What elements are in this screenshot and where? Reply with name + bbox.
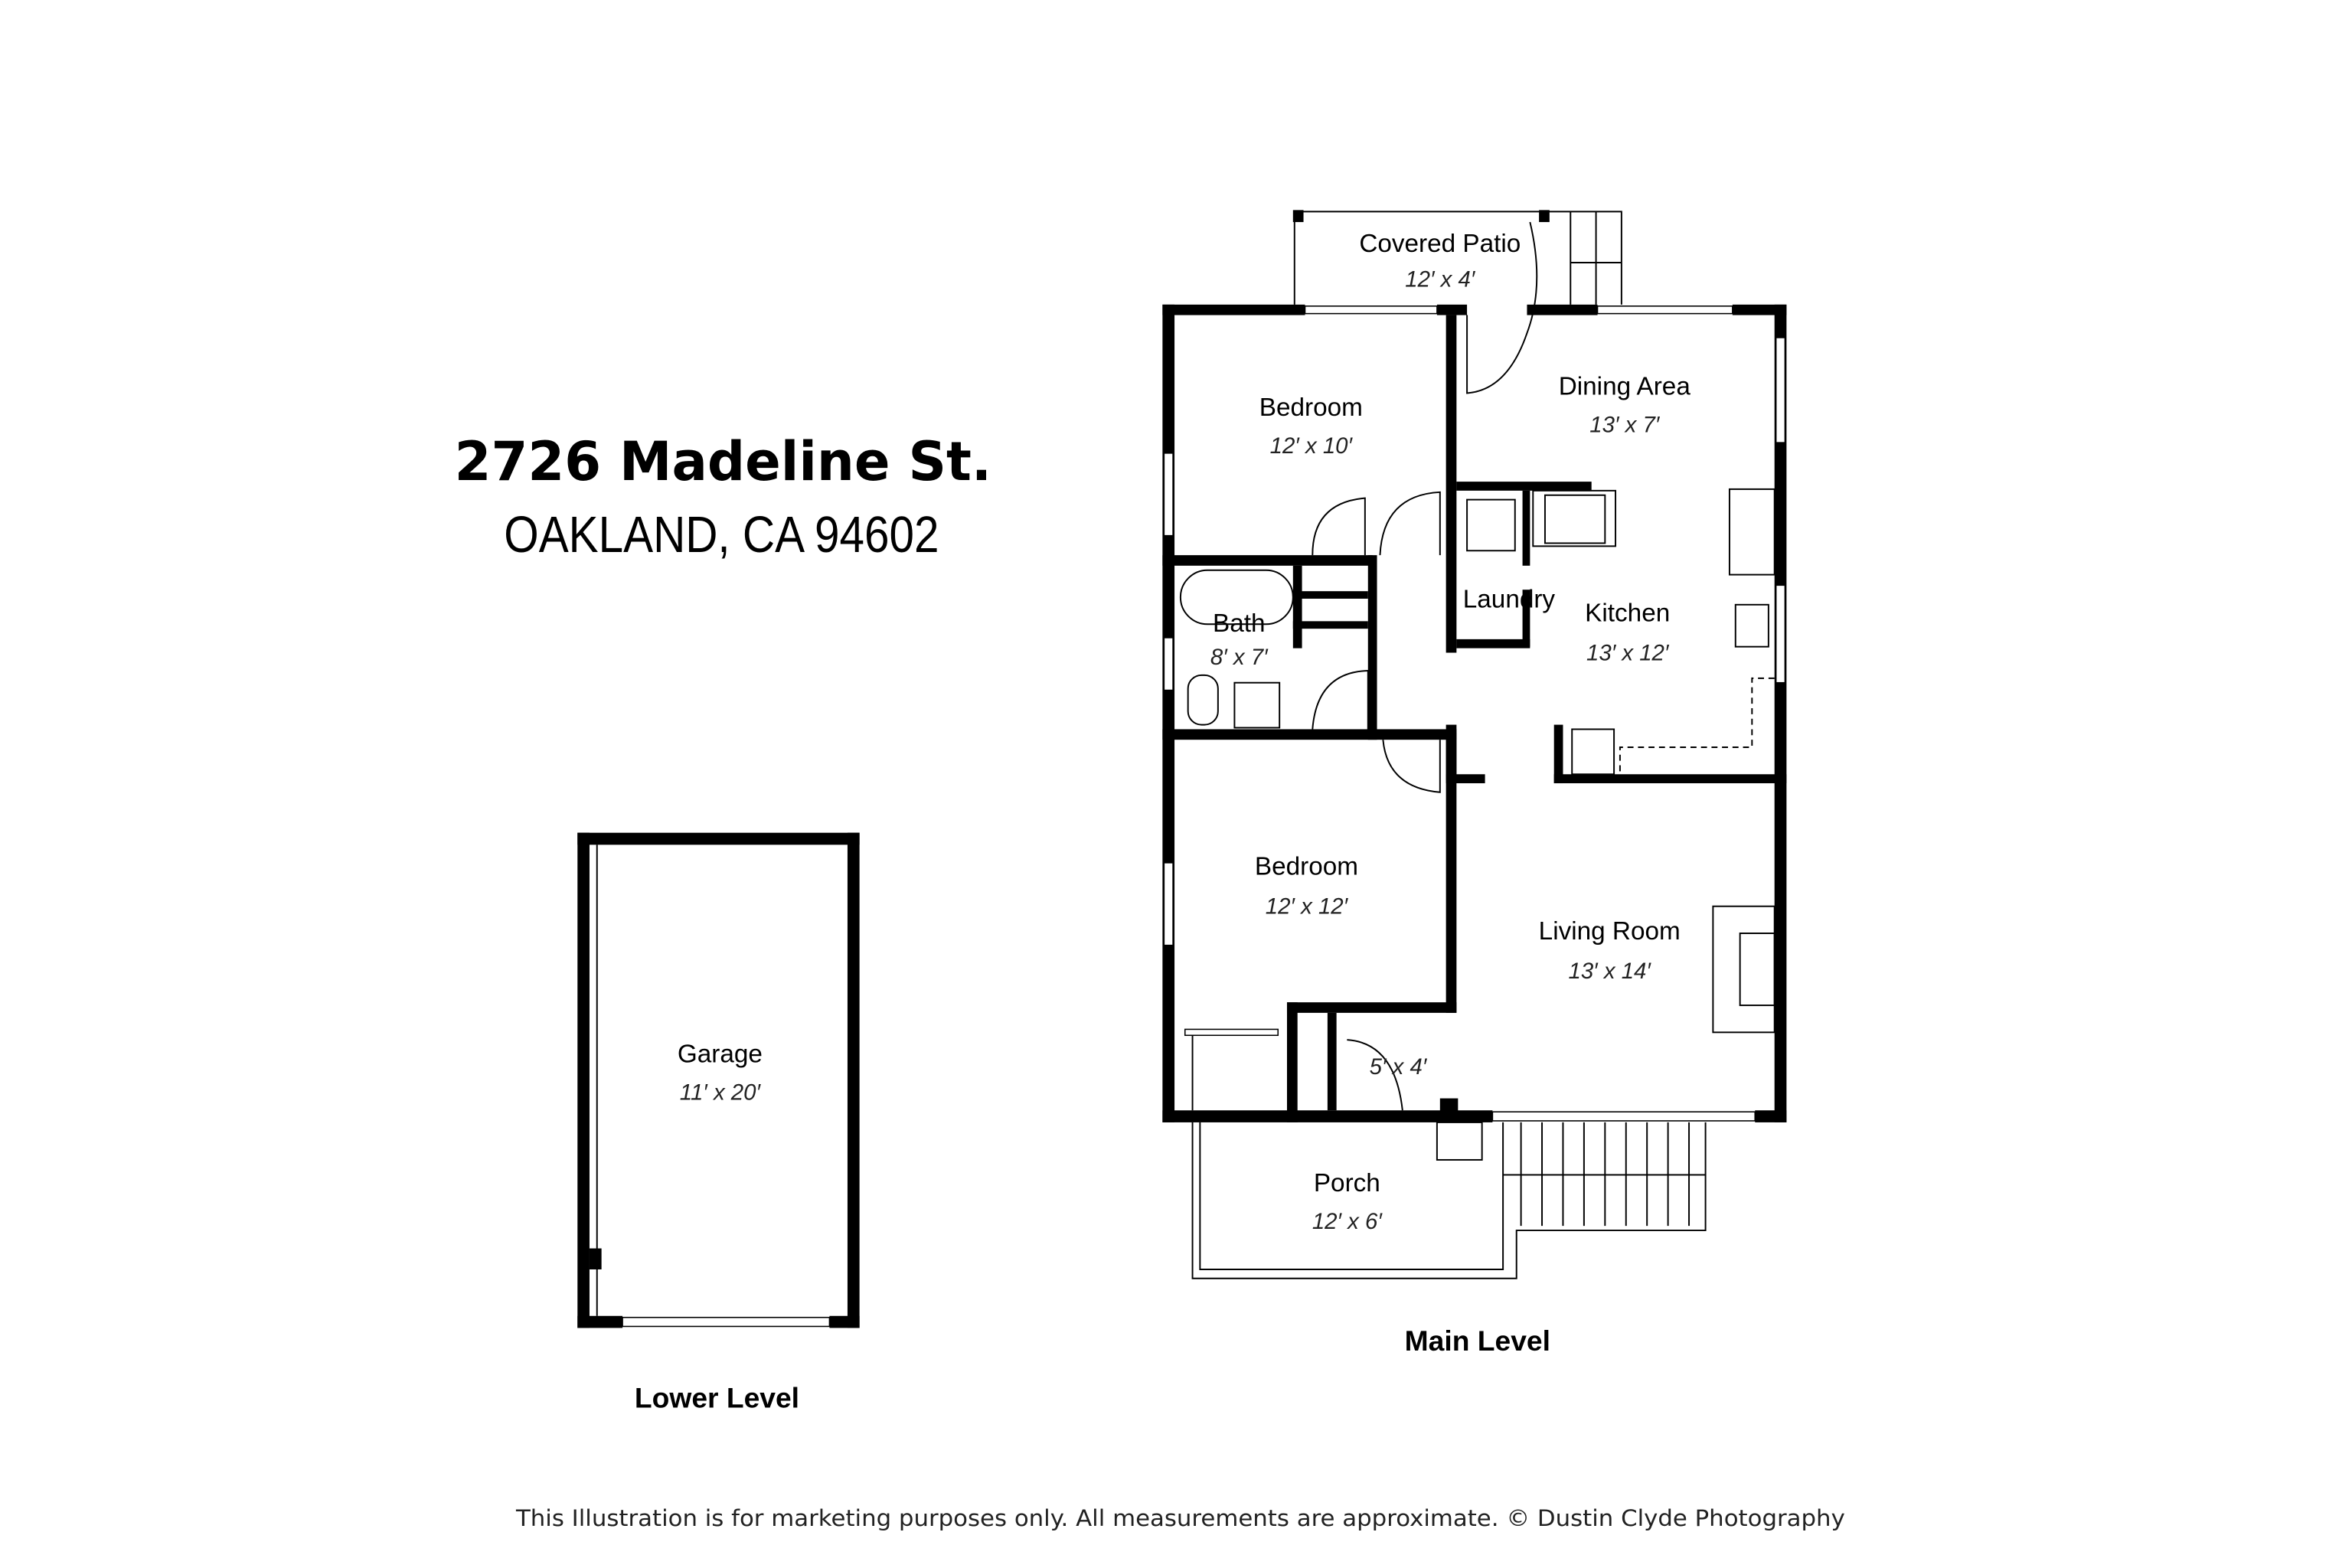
room-name-dining-area: Dining Area — [1559, 372, 1691, 400]
room-name-kitchen: Kitchen — [1585, 599, 1670, 627]
lower-level-label: Lower Level — [635, 1381, 799, 1413]
room-size-covered-patio: 12′ x 4′ — [1405, 266, 1476, 292]
room-size-porch: 12′ x 6′ — [1312, 1209, 1383, 1234]
room-name-covered-patio: Covered Patio — [1359, 230, 1521, 258]
garage-plan — [577, 832, 860, 1328]
room-name-bedroom-1: Bedroom — [1259, 394, 1363, 422]
main-level-label: Main Level — [1405, 1325, 1550, 1357]
room-name-living-room: Living Room — [1539, 917, 1681, 946]
room-size-kitchen: 13′ x 12′ — [1586, 640, 1670, 665]
room-name-bath: Bath — [1213, 609, 1265, 638]
room-size-bedroom-1: 12′ x 10′ — [1270, 433, 1354, 459]
footer-disclaimer: This Illustration is for marketing purpo… — [515, 1505, 1845, 1531]
room-name-garage: Garage — [678, 1040, 763, 1069]
room-name-porch: Porch — [1314, 1169, 1380, 1197]
room-size-bedroom-2: 12′ x 12′ — [1266, 894, 1349, 920]
room-size-dining-area: 13′ x 7′ — [1589, 412, 1661, 437]
address-title: 2726 Madeline St. — [455, 430, 991, 493]
room-size-garage: 11′ x 20′ — [680, 1080, 762, 1106]
room-size-entry: 5′ x 4′ — [1370, 1054, 1428, 1080]
city-subtitle: OAKLAND, CA 94602 — [504, 507, 939, 564]
main-level-plan — [1162, 210, 1787, 1279]
room-size-living-room: 13′ x 14′ — [1569, 959, 1652, 984]
room-size-bath: 8′ x 7′ — [1210, 645, 1269, 670]
room-name-bedroom-2: Bedroom — [1255, 853, 1358, 881]
room-name-laundry: Laundry — [1463, 586, 1556, 614]
